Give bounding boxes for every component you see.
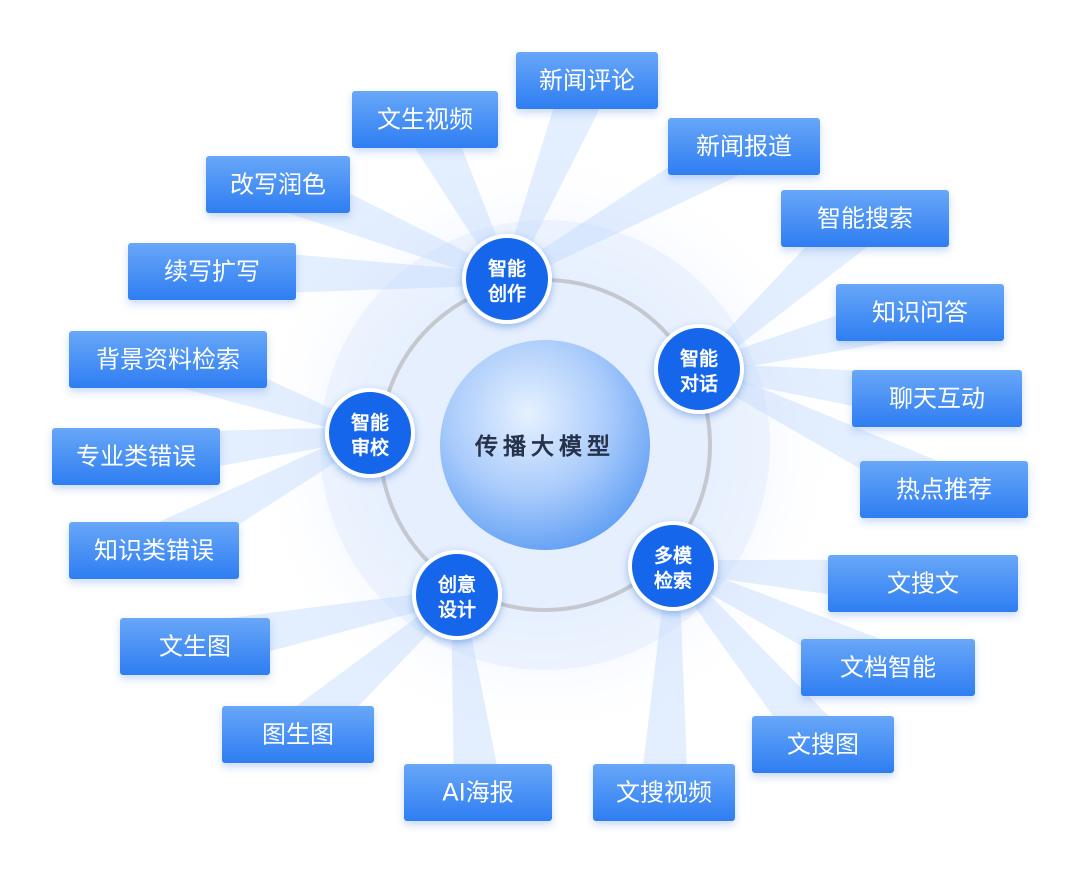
leaf-box[interactable]: 新闻报道: [668, 118, 820, 175]
leaf-box-background: [69, 522, 239, 579]
category-node-circle: [628, 521, 718, 611]
leaf-box-label: 文生图: [159, 633, 231, 661]
leaf-box-label: 文搜视频: [616, 779, 712, 807]
category-node-label-line1: 智能: [351, 411, 389, 434]
leaf-box[interactable]: 智能搜索: [781, 190, 949, 247]
leaf-box-background: [752, 716, 894, 773]
leaf-box-background: [836, 284, 1004, 341]
leaf-box-label: 背景资料检索: [96, 346, 240, 374]
leaf-box-background: [222, 706, 374, 763]
center-label: 传播大模型: [474, 434, 615, 460]
leaf-box-label: 文档智能: [840, 654, 936, 682]
leaf-box-label: 新闻报道: [696, 133, 792, 161]
leaf-box-background: [52, 428, 220, 485]
category-node-label-line2: 设计: [438, 599, 476, 621]
category-node-circle: [412, 550, 502, 640]
connector-beam: [640, 565, 688, 794]
connector-beam: [403, 108, 513, 282]
leaf-box[interactable]: 文搜图: [752, 716, 894, 773]
leaf-box-label: 热点推荐: [896, 476, 992, 504]
category-node-circle: [462, 234, 552, 324]
category-node-label-line1: 智能: [680, 347, 718, 370]
leaf-box[interactable]: 文搜视频: [593, 764, 735, 821]
leaf-box-background: [828, 555, 1018, 612]
leaf-box-label: 知识问答: [872, 299, 968, 327]
leaf-box[interactable]: 专业类错误: [52, 428, 220, 485]
category-node-label-line2: 审校: [351, 436, 390, 459]
leaf-box-background: [593, 764, 735, 821]
leaf-box-label: 文搜文: [887, 570, 959, 598]
leaf-box[interactable]: 图生图: [222, 706, 374, 763]
leaf-box-background: [781, 190, 949, 247]
leaf-box[interactable]: 文生图: [120, 618, 270, 675]
leaf-box[interactable]: 背景资料检索: [69, 331, 267, 388]
category-node-label-line1: 多模: [654, 544, 693, 567]
category-node-label-line1: 智能: [488, 257, 526, 280]
leaf-box[interactable]: 文档智能: [801, 639, 975, 696]
leaf-box-label: 图生图: [262, 721, 334, 749]
category-node-label-line1: 创意: [437, 573, 476, 596]
leaf-box[interactable]: 文生视频: [352, 91, 498, 148]
leaf-box-label: 续写扩写: [164, 258, 260, 286]
leaf-box[interactable]: 新闻评论: [516, 52, 658, 109]
leaf-box-background: [516, 52, 658, 109]
leaf-box-background: [668, 118, 820, 175]
center-sphere: [440, 340, 650, 550]
leaf-box-background: [69, 331, 267, 388]
leaf-box-label: AI海报: [442, 779, 514, 807]
connector-beam: [451, 594, 502, 795]
leaf-box-background: [801, 639, 975, 696]
leaf-box[interactable]: 续写扩写: [128, 243, 296, 300]
leaf-box[interactable]: AI海报: [404, 764, 552, 821]
leaf-box-background: [206, 156, 350, 213]
leaf-box[interactable]: 文搜文: [828, 555, 1018, 612]
leaf-box-label: 改写润色: [230, 171, 326, 199]
leaf-box[interactable]: 改写润色: [206, 156, 350, 213]
category-node-label-line2: 检索: [654, 569, 692, 592]
leaf-box[interactable]: 聊天互动: [852, 370, 1022, 427]
category-node-label-line2: 创作: [487, 282, 526, 305]
leaf-box-label: 文生视频: [377, 106, 473, 134]
leaf-box-label: 文搜图: [787, 731, 859, 759]
leaf-box-background: [128, 243, 296, 300]
leaf-box-label: 智能搜索: [817, 205, 913, 233]
leaf-box[interactable]: 热点推荐: [860, 461, 1028, 518]
leaf-box-background: [352, 91, 498, 148]
leaf-box[interactable]: 知识类错误: [69, 522, 239, 579]
leaf-box-label: 专业类错误: [76, 443, 196, 471]
leaf-box-background: [852, 370, 1022, 427]
connector-beam: [668, 562, 842, 760]
connector-beam: [501, 71, 610, 282]
category-node-circle: [654, 324, 744, 414]
leaf-box-label: 新闻评论: [539, 67, 635, 95]
leaf-box-background: [404, 764, 552, 821]
leaf-box[interactable]: 知识问答: [836, 284, 1004, 341]
category-node-label-line2: 对话: [680, 372, 718, 395]
category-node-circle: [325, 388, 415, 478]
leaf-box-background: [120, 618, 270, 675]
leaf-box-label: 聊天互动: [889, 385, 985, 413]
leaf-box-label: 知识类错误: [94, 537, 214, 565]
leaf-box-background: [860, 461, 1028, 518]
